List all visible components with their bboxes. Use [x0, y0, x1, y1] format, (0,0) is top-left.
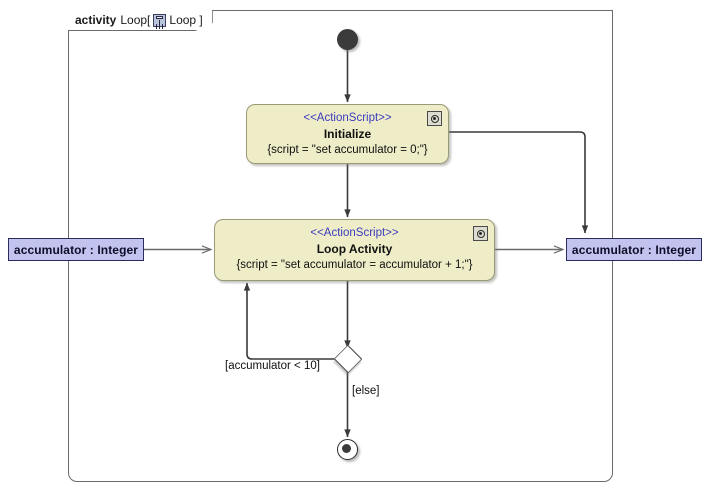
- node-script-body: {script = "set accumulator = 0;"}: [267, 144, 428, 156]
- action-script-badge-icon: [427, 111, 442, 126]
- node-script-body: {script = "set accumulator = accumulator…: [236, 259, 473, 271]
- action-script-badge-icon: [473, 226, 488, 241]
- initial-node-icon: [337, 29, 358, 50]
- stereotype-label: <<ActionScript>>: [310, 227, 399, 239]
- activity-final-node-icon: [337, 439, 358, 460]
- action-node-loop-activity[interactable]: <<ActionScript>> Loop Activity {script =…: [214, 219, 495, 281]
- node-title: Initialize: [323, 127, 372, 141]
- node-title: Loop Activity: [316, 242, 393, 256]
- input-pin-accumulator[interactable]: accumulator : Integer: [8, 238, 144, 261]
- activity-frame-header: activity Loop[ Loop ]: [68, 10, 213, 31]
- frame-name: Loop[: [120, 13, 151, 27]
- guard-label-else: [else]: [352, 385, 380, 397]
- action-node-initialize[interactable]: <<ActionScript>> Initialize {script = "s…: [246, 104, 449, 164]
- guard-label-loop-back: [accumulator < 10]: [225, 360, 320, 372]
- output-pin-accumulator[interactable]: accumulator : Integer: [566, 238, 702, 261]
- frame-name-tail: Loop ]: [169, 13, 203, 27]
- activity-diagram-icon: [153, 13, 167, 27]
- stereotype-label: <<ActionScript>>: [303, 112, 392, 124]
- frame-keyword: activity: [75, 13, 117, 27]
